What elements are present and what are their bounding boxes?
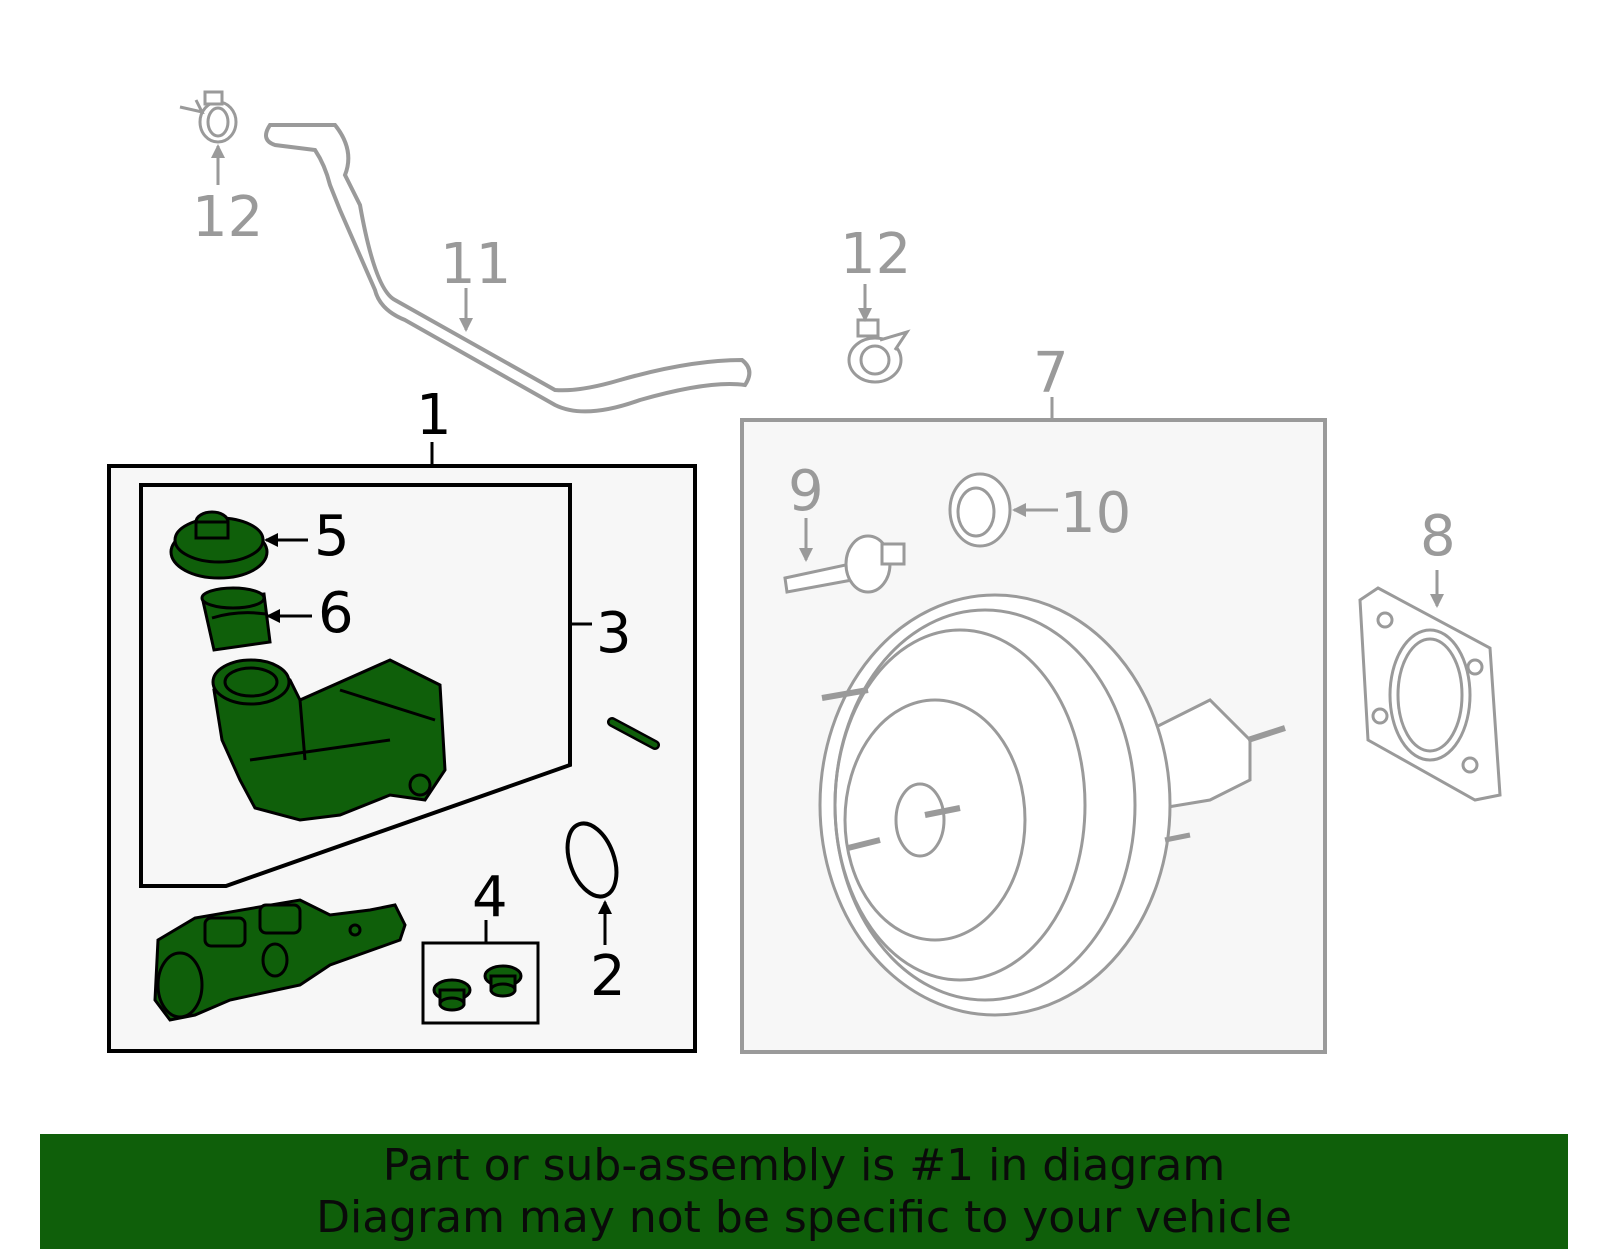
callout-4: 4 xyxy=(472,865,508,930)
grommet-pair xyxy=(432,964,523,1012)
callout-2: 2 xyxy=(590,944,626,1009)
vacuum-hose-part-11 xyxy=(264,123,752,414)
callout-7: 7 xyxy=(1033,341,1069,406)
master-cylinder-body xyxy=(153,898,407,1022)
callout-12-right: 12 xyxy=(840,222,911,287)
reservoir-strainer-part-6 xyxy=(200,586,272,652)
banner-line-2: Diagram may not be specific to your vehi… xyxy=(316,1191,1292,1243)
callout-10: 10 xyxy=(1060,481,1131,546)
reservoir-part-3 xyxy=(211,658,447,822)
callout-1: 1 xyxy=(416,383,452,448)
info-banner: Part or sub-assembly is #1 in diagram Di… xyxy=(40,1134,1568,1249)
callout-11: 11 xyxy=(440,232,511,297)
stud-part-9 xyxy=(783,534,906,594)
banner-line-1: Part or sub-assembly is #1 in diagram xyxy=(382,1139,1226,1191)
callout-8: 8 xyxy=(1420,504,1456,569)
hose-clamp-part-12-left xyxy=(179,90,238,144)
gasket-part-8 xyxy=(1358,586,1502,802)
brake-booster xyxy=(818,593,1286,1017)
grommet-part-10 xyxy=(948,472,1012,548)
hose-clamp-part-12-right xyxy=(847,318,911,384)
callout-3: 3 xyxy=(596,601,632,666)
reservoir-cap-part-5 xyxy=(169,510,269,580)
callout-6: 6 xyxy=(318,581,354,646)
callout-5: 5 xyxy=(314,504,350,569)
o-ring-part-2 xyxy=(565,821,619,899)
callout-9: 9 xyxy=(788,459,824,524)
callout-12-left: 12 xyxy=(192,185,263,250)
